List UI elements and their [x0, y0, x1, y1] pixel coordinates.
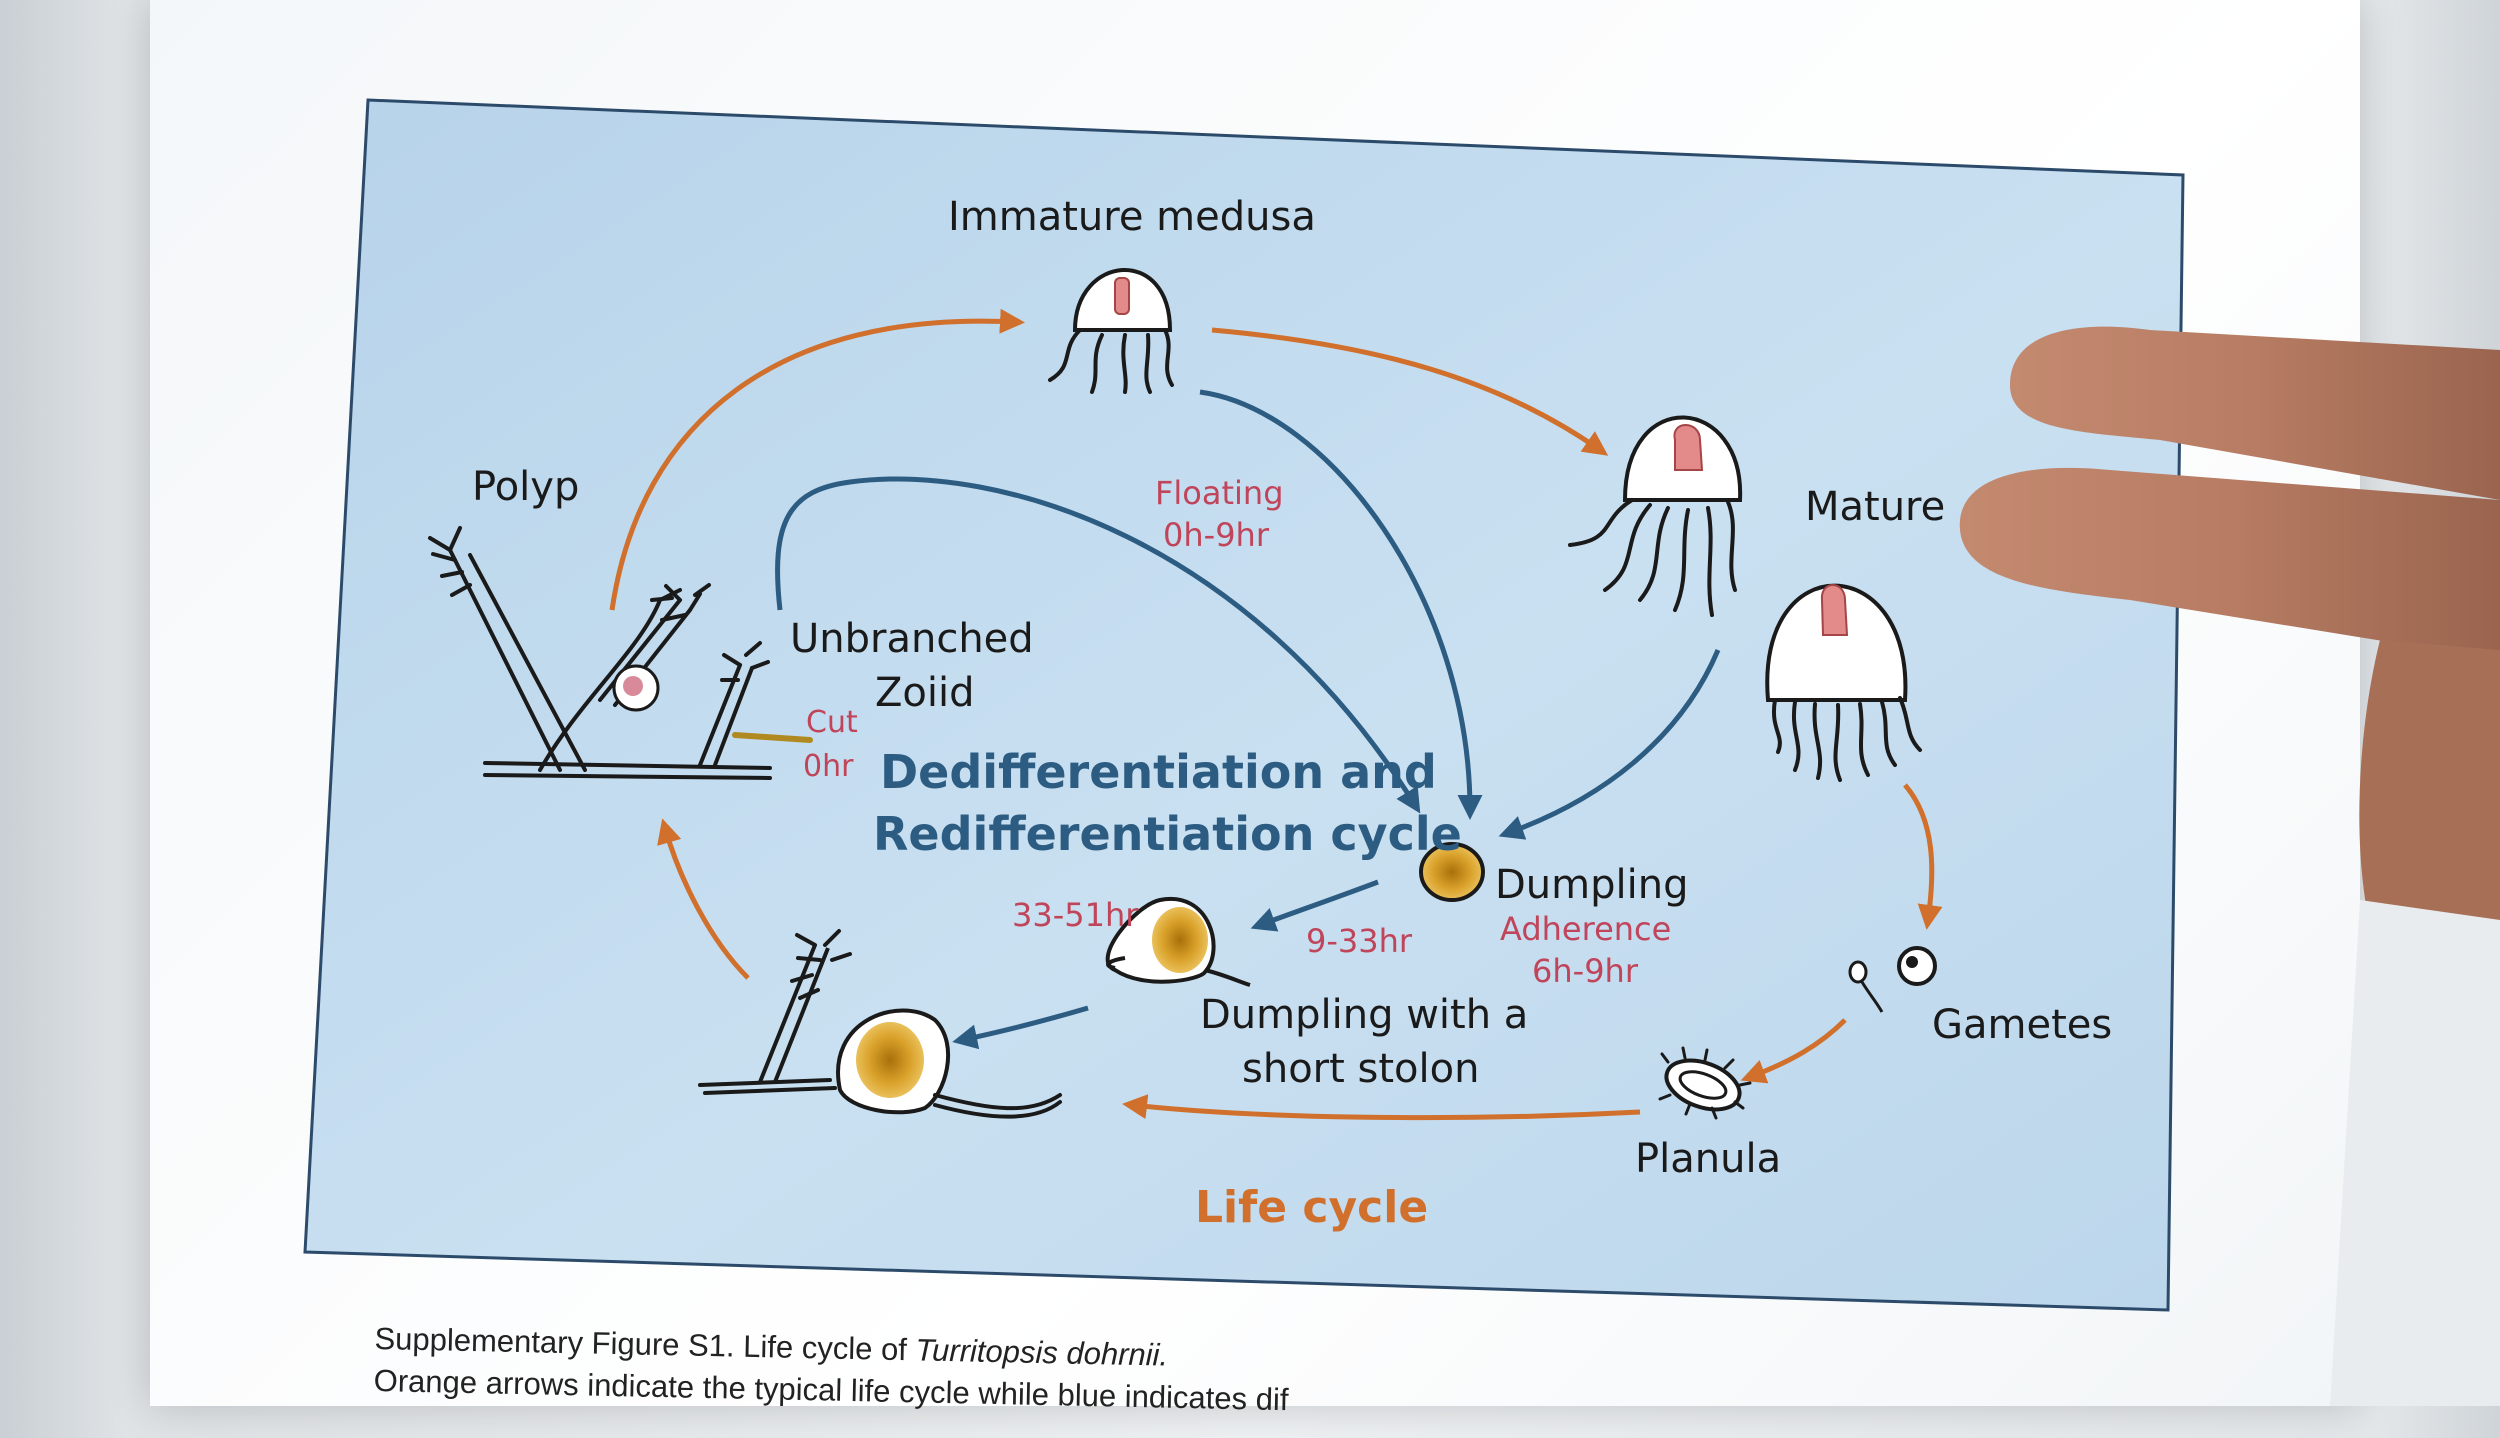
label-planula: Planula	[1635, 1136, 1781, 1182]
arrow-immature-to-mature	[1211, 327, 1609, 456]
label-life-cycle: Life cycle	[1195, 1182, 1428, 1233]
label-33-51hr: 33-51hr	[1012, 896, 1139, 934]
arrow-polyp-to-immature	[609, 308, 1025, 611]
label-adherence-time: 6h-9hr	[1532, 952, 1639, 990]
arrow-zoiid-to-dumpling	[775, 476, 1421, 814]
arrow-immature-to-dumpling	[1199, 389, 1483, 820]
label-cut-time: 0hr	[803, 749, 854, 784]
regenerating-polyp-drawing	[698, 929, 1062, 1119]
mature-medusa-lower-drawing	[1765, 583, 1922, 782]
label-dumpling: Dumpling	[1495, 862, 1688, 908]
label-floating-time: 0h-9hr	[1163, 516, 1270, 554]
arrow-stolon-to-polyp	[657, 818, 750, 980]
gametes-drawing	[1848, 946, 1937, 1013]
life-cycle-figure: Immature medusa Mature Polyp Unbranched …	[303, 98, 2185, 1312]
arrow-dumpling-to-stolon	[1250, 879, 1379, 932]
arrow-mature-to-dumpling	[1498, 649, 1721, 840]
label-cut: Cut	[806, 705, 858, 740]
arrow-stolon-to-polyp-blue	[952, 1005, 1089, 1050]
arrow-mature-to-gametes	[1903, 783, 1943, 930]
label-floating: Floating	[1155, 474, 1284, 512]
dumpling-drawing	[1419, 842, 1485, 902]
label-polyp: Polyp	[472, 464, 579, 510]
label-short-stolon: short stolon	[1242, 1046, 1479, 1092]
label-unbranched: Unbranched	[790, 616, 1034, 662]
immature-medusa-drawing	[1048, 268, 1174, 394]
planula-drawing	[1658, 1046, 1752, 1120]
label-adherence: Adherence	[1500, 910, 1671, 948]
label-immature-medusa: Immature medusa	[948, 194, 1316, 240]
cycle-title-line2: Redifferentiation cycle	[873, 807, 1462, 861]
caption-species: Turritopsis dohrnii.	[915, 1332, 1169, 1373]
polyp-gonophore-center	[623, 676, 643, 696]
arrow-planula-to-stolon	[1122, 1094, 1641, 1121]
mature-medusa-upper-drawing	[1568, 415, 1743, 617]
polyp-colony-drawing	[428, 526, 813, 780]
arrow-gametes-to-planula	[1740, 1018, 1847, 1084]
cycle-title-line1: Dedifferentiation and	[880, 745, 1437, 799]
figure-panel	[303, 98, 2185, 1312]
label-zoiid: Zoiid	[875, 670, 975, 716]
label-9-33hr: 9-33hr	[1306, 922, 1413, 960]
label-dumpling-with-stolon: Dumpling with a	[1200, 992, 1528, 1038]
label-gametes: Gametes	[1932, 1002, 2112, 1048]
dumpling-short-stolon-drawing	[1105, 896, 1251, 987]
caption-prefix: Supplementary Figure S1. Life cycle of	[374, 1320, 916, 1368]
label-mature: Mature	[1805, 484, 1945, 530]
